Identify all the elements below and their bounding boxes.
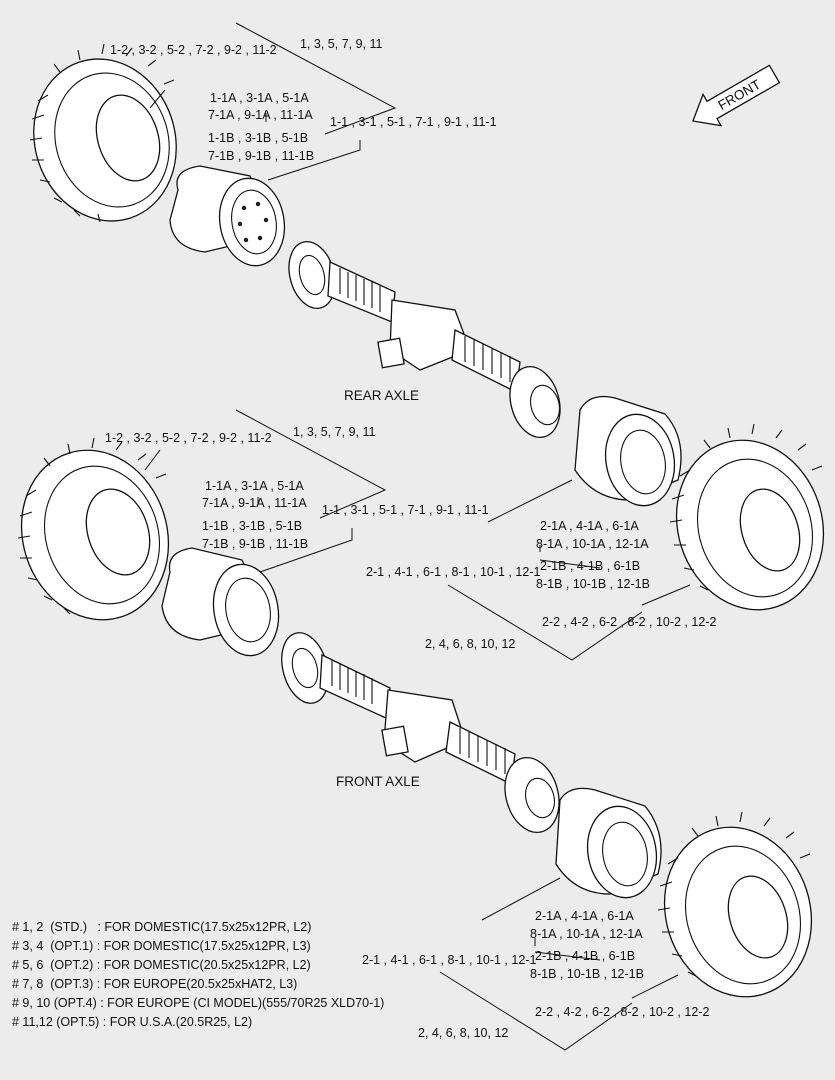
legend-line: # 1, 2 (STD.) : FOR DOMESTIC(17.5x25x12P… [12,920,312,934]
front-right-tire [657,811,813,998]
front-rim-a2-label: 7-1A , 9-1A , 11-1A [202,496,307,510]
front-right-rim [555,787,662,899]
rear-assy-left-label: 1, 3, 5, 7, 9, 11 [300,37,383,51]
legend-line: # 11,12 (OPT.5) : FOR U.S.A.(20.5R25, L2… [12,1015,253,1029]
front-assy-left-label: 1, 3, 5, 7, 9, 11 [293,425,376,439]
rear-right-rim [574,395,682,507]
front-rim-right-b1-label: 2-1B , 4-1B , 6-1B [535,949,635,963]
rear-axle-label: REAR AXLE [344,388,419,403]
front-left-rim [161,547,280,657]
legend-line: # 3, 4 (OPT.1) : FOR DOMESTIC(17.5x25x12… [12,939,311,953]
front-rim-right-a2-label: 8-1A , 10-1A , 12-1A [530,927,643,941]
rear-wheel-right-label: 2-1 , 4-1 , 6-1 , 8-1 , 10-1 , 12-1 [366,565,540,579]
rear-rim-a2-label: 7-1A , 9-1A , 11-1A [208,108,313,122]
legend-line: # 7, 8 (OPT.3) : FOR EUROPE(20.5x25xHAT2… [12,977,298,991]
rear-assy-right-label: 2, 4, 6, 8, 10, 12 [425,637,515,651]
rear-tire-left-label: 1-2 , 3-2 , 5-2 , 7-2 , 9-2 , 11-2 [110,43,277,57]
rear-rim-b2-label: 7-1B , 9-1B , 11-1B [208,149,314,163]
rear-right-tire [669,423,825,611]
front-rim-right-b2-label: 8-1B , 10-1B , 12-1B [530,967,644,981]
front-leader-lines [144,409,679,1051]
front-rim-b2-label: 7-1B , 9-1B , 11-1B [202,537,308,551]
front-wheel-right-label: 2-1 , 4-1 , 6-1 , 8-1 , 10-1 , 12-1 [362,953,536,967]
legend-line: # 5, 6 (OPT.2) : FOR DOMESTIC(20.5x25x12… [12,958,311,972]
front-wheel-left-label: 1-1 , 3-1 , 5-1 , 7-1 , 9-1 , 11-1 [322,503,489,517]
rear-rim-right-b2-label: 8-1B , 10-1B , 12-1B [536,577,650,591]
rear-leader-lines [149,22,691,661]
front-tire-left-label: 1-2 , 3-2 , 5-2 , 7-2 , 9-2 , 11-2 [105,431,272,445]
rear-axle-housing [288,241,561,438]
rear-rim-b1-label: 1-1B , 3-1B , 5-1B [208,131,308,145]
rear-rim-right-a2-label: 8-1A , 10-1A , 12-1A [536,537,649,551]
legend-line: # 9, 10 (OPT.4) : FOR EUROPE (CI MODEL)(… [12,996,385,1010]
front-axle-label: FRONT AXLE [336,774,420,789]
front-axle-housing [281,632,560,833]
front-rim-right-a1-label: 2-1A , 4-1A , 6-1A [535,909,634,923]
rear-rim-right-a1-label: 2-1A , 4-1A , 6-1A [540,519,639,533]
rear-wheel-left-label: 1-1 , 3-1 , 5-1 , 7-1 , 9-1 , 11-1 [330,115,497,129]
rear-rim-right-b1-label: 2-1B , 4-1B , 6-1B [540,559,640,573]
rear-left-tire [29,43,177,223]
option-legend: # 1, 2 (STD.) : FOR DOMESTIC(17.5x25x12P… [12,918,384,1032]
front-direction-arrow: FRONT [692,64,781,127]
rear-left-rim [169,165,286,267]
front-assy-right-label: 2, 4, 6, 8, 10, 12 [418,1026,508,1040]
rear-tire-right-label: 2-2 , 4-2 , 6-2 , 8-2 , 10-2 , 12-2 [542,615,716,629]
front-rim-b1-label: 1-1B , 3-1B , 5-1B [202,519,302,533]
front-left-tire [17,437,170,621]
front-rim-a1-label: 1-1A , 3-1A , 5-1A [205,479,304,493]
front-tire-right-label: 2-2 , 4-2 , 6-2 , 8-2 , 10-2 , 12-2 [535,1005,709,1019]
rear-rim-a1-label: 1-1A , 3-1A , 5-1A [210,91,309,105]
